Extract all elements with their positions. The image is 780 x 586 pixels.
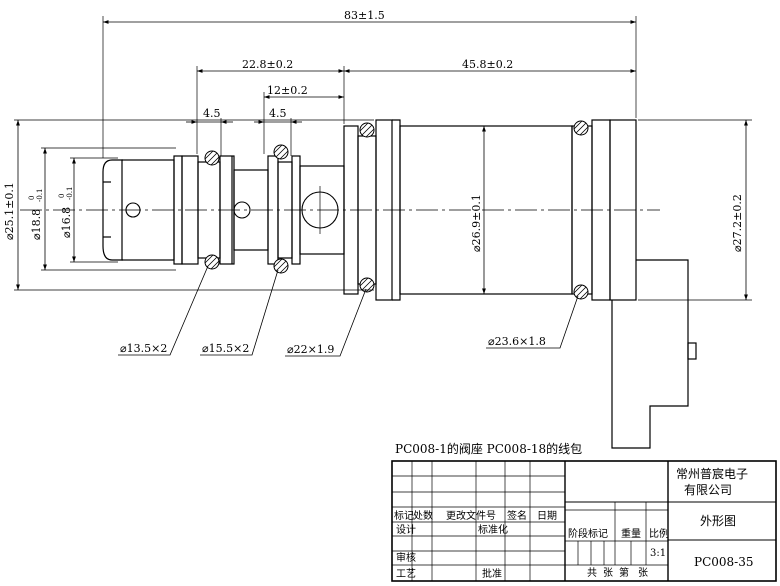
label-review: 审核 xyxy=(396,551,416,564)
label-change-doc: 更改文件号 xyxy=(446,509,496,522)
title-block-text: 标记 处数 更改文件号 签名 日期 设计 标准化 审核 工艺 批准 阶段标记 重… xyxy=(394,466,753,580)
dim-groove-width-1: 4.5 xyxy=(203,107,221,120)
label-stage-mark: 阶段标记 xyxy=(568,527,608,540)
oring-callout-1: ⌀13.5×2 xyxy=(120,342,167,355)
dim-dia-16-8: ⌀16.8 xyxy=(60,207,73,238)
company-line-1: 常州普宸电子 xyxy=(676,466,748,481)
dim-left-section: 22.8±0.2 xyxy=(242,58,293,71)
label-date: 日期 xyxy=(537,510,557,522)
dimension-lines xyxy=(16,20,748,300)
company-line-2: 有限公司 xyxy=(684,483,732,497)
label-sheets: 张 xyxy=(603,567,613,579)
label-weight: 重量 xyxy=(621,527,641,540)
label-count: 处数 xyxy=(413,509,433,522)
dim-right-section: 45.8±0.2 xyxy=(462,58,513,71)
oring-callout-4: ⌀23.6×1.8 xyxy=(488,335,546,348)
dim-dia-18-8: ⌀18.8 xyxy=(30,209,43,240)
label-process: 工艺 xyxy=(396,568,416,580)
dim-groove-width-2: 4.5 xyxy=(269,107,287,120)
label-standardize: 标准化 xyxy=(478,523,508,536)
oring-callout-2: ⌀15.5×2 xyxy=(202,342,249,355)
label-number: 第 xyxy=(619,566,629,579)
title-block xyxy=(391,460,777,582)
leader-lines xyxy=(118,265,579,357)
dim-dia-26-9: ⌀26.9±0.1 xyxy=(470,194,483,252)
label-mark: 标记 xyxy=(394,510,414,522)
dim-dia-16-8-tol-upper: 0 xyxy=(58,194,66,198)
dim-dia-16-8-tol-lower: -0.1 xyxy=(66,187,74,201)
dim-dia-18-8-tol-lower: -0.1 xyxy=(36,189,44,203)
o-rings xyxy=(204,120,589,300)
part-name: 外形图 xyxy=(700,514,736,528)
label-ratio: 比例 xyxy=(649,527,669,540)
dim-dia-18-8-tol-upper: 0 xyxy=(28,196,36,200)
label-design: 设计 xyxy=(396,523,416,536)
label-signature: 签名 xyxy=(507,509,527,522)
valve-body xyxy=(102,119,697,449)
extension-lines xyxy=(14,16,752,301)
drawing-number: PC008-35 xyxy=(694,555,753,569)
oring-callout-3: ⌀22×1.9 xyxy=(287,343,334,356)
material-note: PC008-1的阀座 PC008-18的线包 xyxy=(395,442,583,456)
dim-dia-25-1: ⌀25.1±0.1 xyxy=(3,182,16,240)
port-holes xyxy=(125,186,339,234)
dim-dia-27-2: ⌀27.2±0.2 xyxy=(731,194,744,252)
dim-groove-spacing: 12±0.2 xyxy=(267,84,308,97)
label-approve: 批准 xyxy=(482,567,502,580)
label-total: 共 xyxy=(587,567,597,579)
dim-overall-length: 83±1.5 xyxy=(344,9,385,22)
label-sheet: 张 xyxy=(638,567,648,579)
scale-value: 3:1 xyxy=(650,548,666,559)
